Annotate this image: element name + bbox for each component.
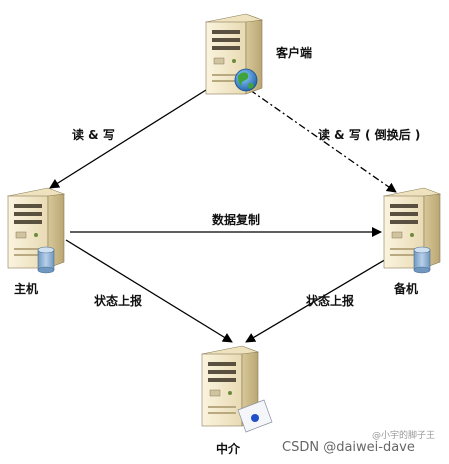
faint-watermark: @小宇的脚子王 (372, 431, 436, 441)
certificate-icon (237, 399, 273, 433)
globe-icon (234, 68, 258, 92)
edge-backup-status (245, 257, 389, 343)
database-icon (37, 246, 55, 274)
edge-client-to-master (49, 89, 207, 189)
master-label: 主机 (14, 282, 39, 296)
csdn-watermark: CSDN @daiwei-dave (282, 440, 415, 455)
edge-master-status (65, 239, 233, 343)
client-label: 客户端 (276, 46, 313, 60)
replication-label: 数据复制 (212, 213, 261, 227)
master-status-label: 状态上报 (94, 294, 143, 308)
backup-status-label: 状态上报 (306, 294, 355, 308)
client-to-master-label: 读 & 写 (72, 128, 115, 142)
client-to-backup-label: 读 & 写 ( 倒换后 ) (318, 128, 421, 142)
arbiter-label: 中介 (216, 442, 241, 456)
backup-server-icon (383, 187, 441, 269)
database-icon (413, 246, 431, 274)
backup-label: 备机 (394, 282, 419, 296)
master-server-icon (7, 187, 65, 269)
